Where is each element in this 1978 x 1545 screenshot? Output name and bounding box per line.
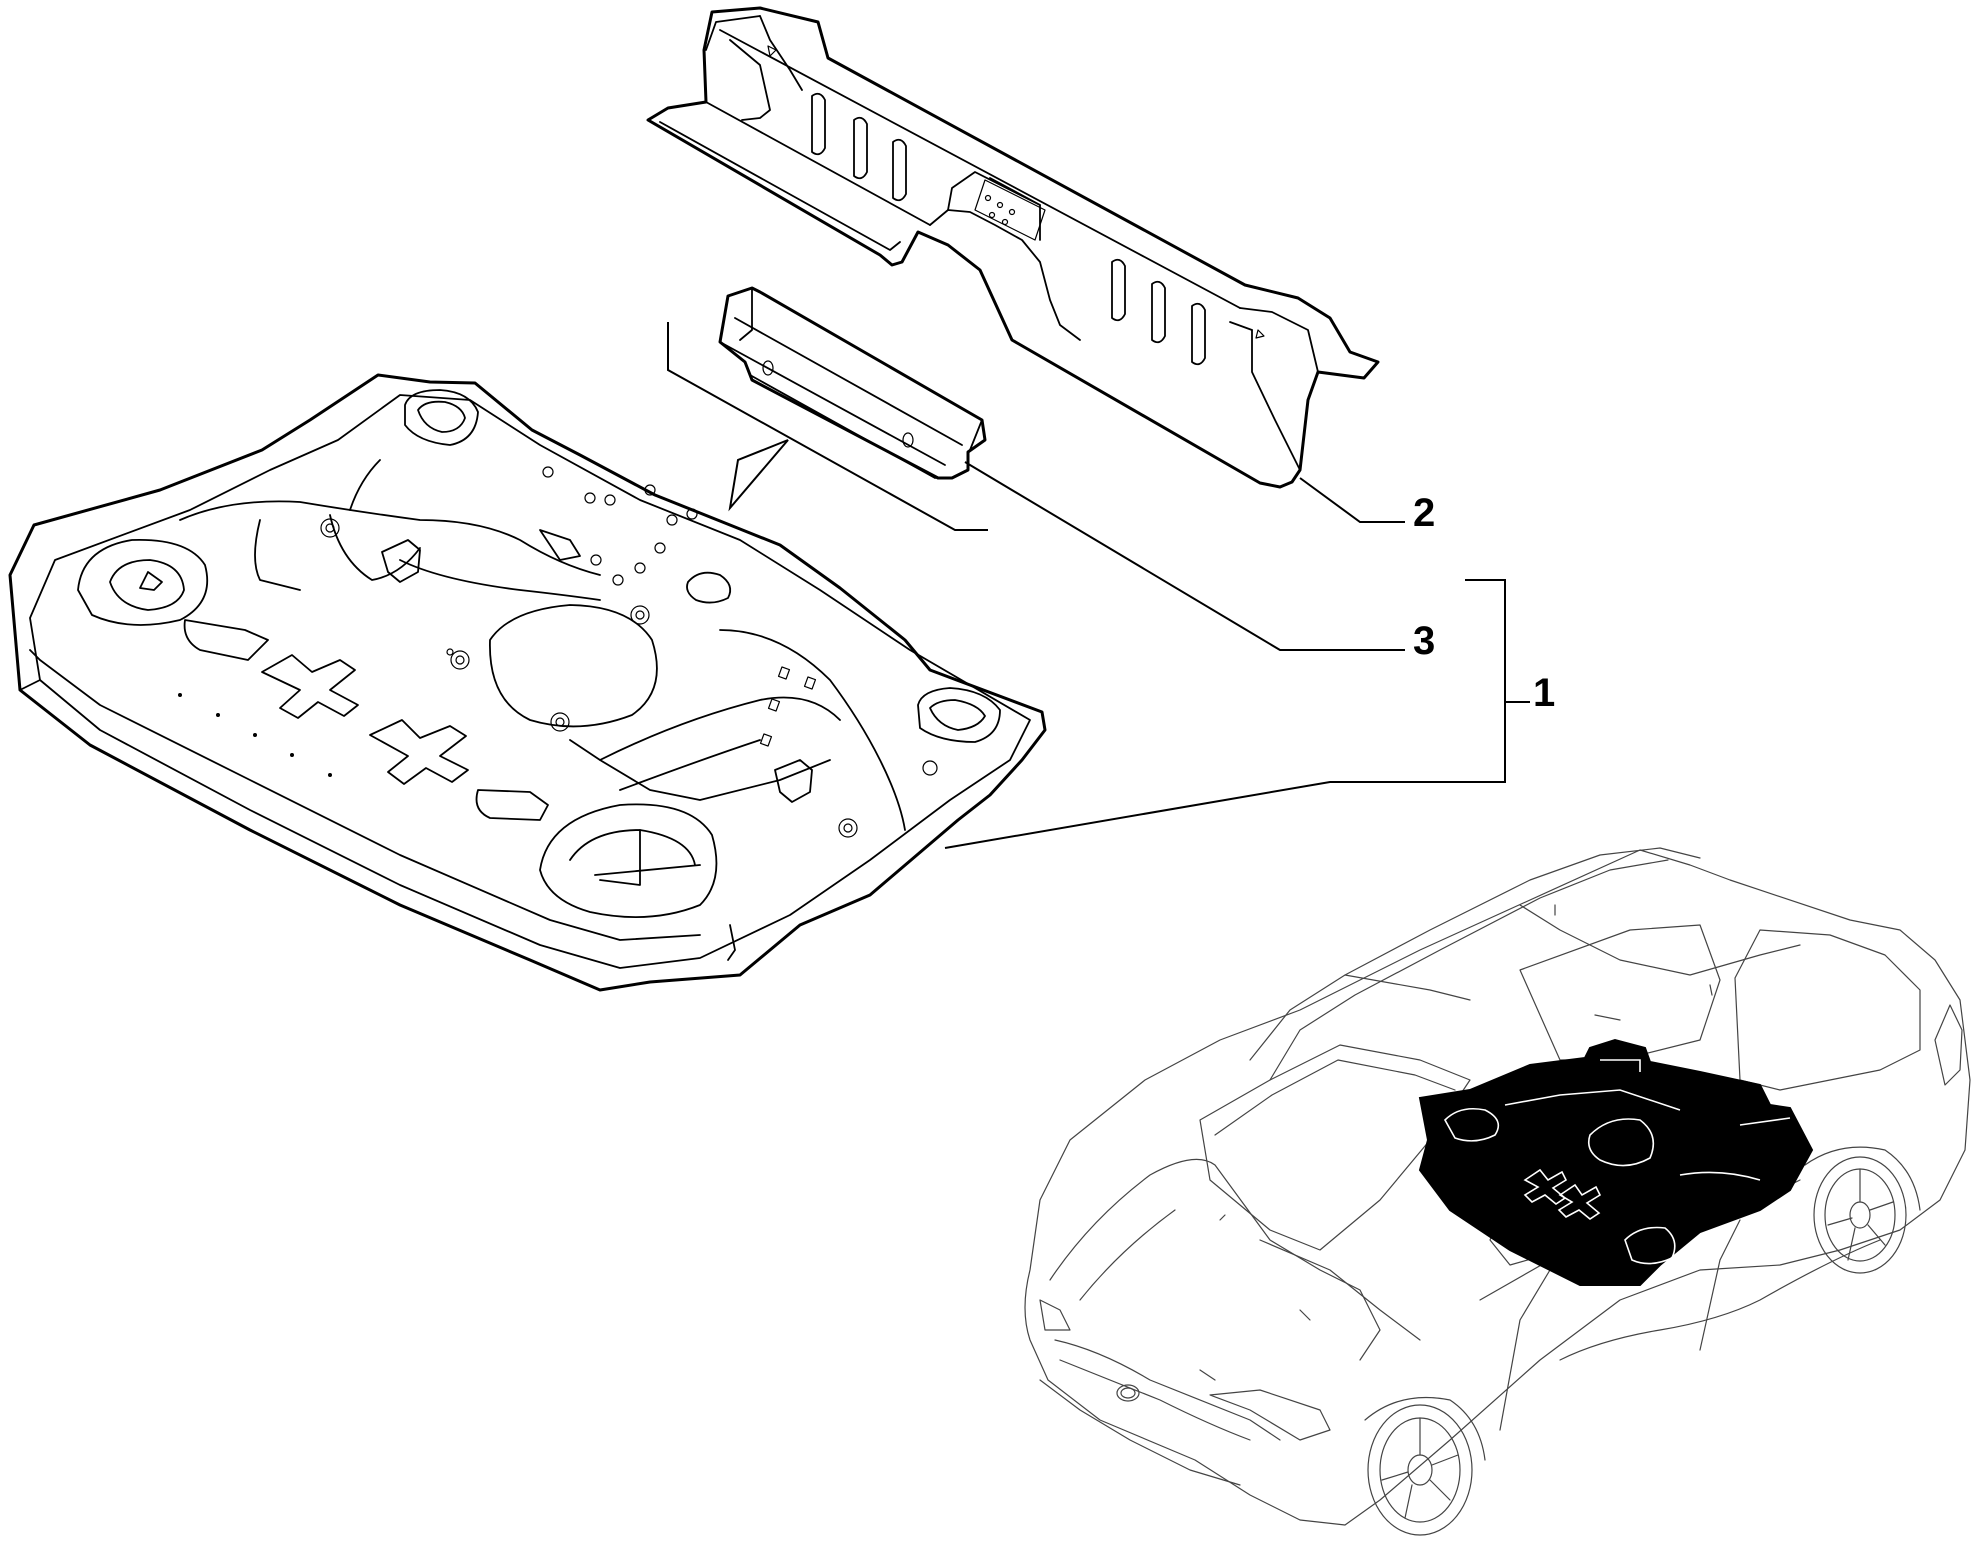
callout-labels: 2 3 1 [1413,491,1555,715]
floor-panel-icon [8,373,1047,992]
car-locator-icon [1024,847,1971,1536]
callout-1: 1 [1533,671,1555,715]
reinforcement-bracket-icon [718,286,987,480]
leader-lines [667,322,1530,849]
crossmember-icon [646,6,1380,489]
callout-3: 3 [1413,619,1435,663]
callout-2: 2 [1413,491,1435,535]
